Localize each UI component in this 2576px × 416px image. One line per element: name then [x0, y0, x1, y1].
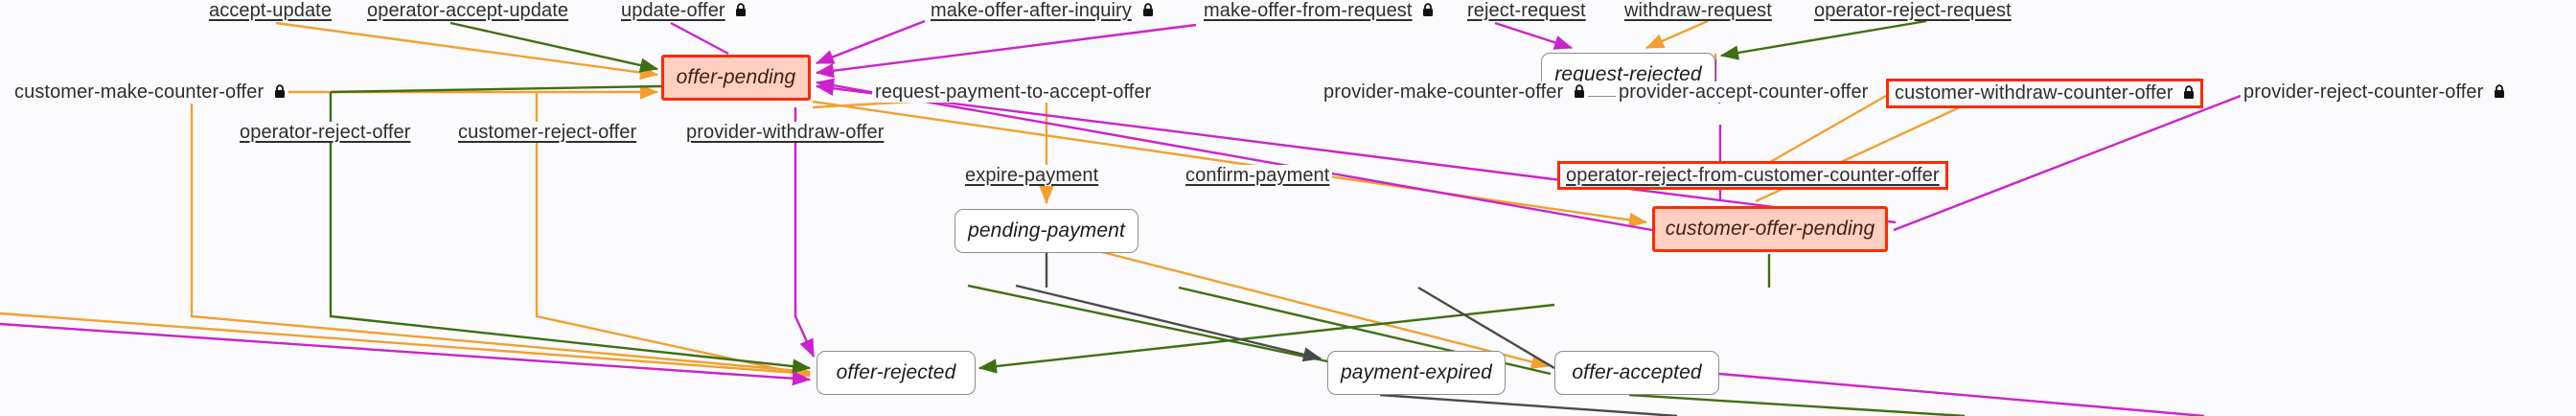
- edge-label-customer-make-counter-offer[interactable]: customer-make-counter-offer: [12, 81, 288, 104]
- edge-label-text: accept-update: [209, 0, 333, 21]
- edge-label-text: make-offer-from-request: [1204, 0, 1413, 21]
- node-offer-pending[interactable]: offer-pending: [661, 55, 811, 101]
- edge-update-offer: [670, 21, 729, 56]
- edge-withdraw-request: [1644, 19, 1709, 50]
- edge-label-text: withdraw-request: [1624, 0, 1772, 21]
- edge-make-offer-from-request: [815, 23, 1197, 79]
- edge-label-text: operator-reject-offer: [240, 122, 411, 143]
- node-label: offer-pending: [676, 66, 796, 88]
- node-customer-offer-pending[interactable]: customer-offer-pending: [1652, 206, 1888, 252]
- node-offer-accepted[interactable]: offer-accepted: [1554, 351, 1719, 395]
- edge-label-make-offer-from-request[interactable]: make-offer-from-request: [1201, 0, 1438, 22]
- edge-operator-accept-update: [449, 21, 659, 73]
- edge-label-text: confirm-payment: [1185, 165, 1330, 186]
- node-label: pending-payment: [968, 220, 1125, 242]
- edge-label-withdraw-request[interactable]: withdraw-request: [1622, 0, 1775, 21]
- edge-label-accept-update[interactable]: accept-update: [206, 0, 335, 21]
- edge-green-from-pending-left: [330, 84, 662, 94]
- edge-label-customer-withdraw-counter-offer[interactable]: customer-withdraw-counter-offer: [1886, 79, 2204, 108]
- edge-expire-payment-to-payment-expired: [1015, 284, 1322, 362]
- node-label: offer-accepted: [1572, 361, 1702, 383]
- node-offer-rejected[interactable]: offer-rejected: [816, 351, 976, 395]
- edge-label-text: provider-withdraw-offer: [686, 122, 885, 143]
- edge-label-confirm-payment[interactable]: confirm-payment: [1183, 165, 1333, 186]
- edge-label-update-offer[interactable]: update-offer: [618, 0, 750, 22]
- node-payment-expired[interactable]: payment-expired: [1327, 351, 1506, 395]
- edge-label-text: expire-payment: [965, 165, 1099, 186]
- edge-provider-reject-back: [815, 81, 1897, 224]
- node-label: payment-expired: [1341, 361, 1492, 383]
- edge-label-provider-accept-counter-offer[interactable]: provider-accept-counter-offer: [1616, 81, 1872, 103]
- edge-label-provider-make-counter-offer[interactable]: provider-make-counter-offer: [1321, 81, 1588, 104]
- lock-icon: [1142, 1, 1154, 22]
- edge-label-operator-reject-offer[interactable]: operator-reject-offer: [237, 122, 414, 143]
- edge-gray-down: [1379, 393, 1678, 416]
- edge-confirm-payment-to-offer-accepted: [1101, 250, 1551, 369]
- edge-label-text: make-offer-after-inquiry: [931, 0, 1132, 21]
- edge-magenta-offer-accepted-down: [1718, 372, 2205, 416]
- edge-label-text: provider-reject-counter-offer: [2243, 81, 2484, 103]
- edge-label-reject-request[interactable]: reject-request: [1464, 0, 1589, 21]
- lock-icon: [1422, 1, 1434, 22]
- edge-provider-withdraw-offer: [794, 107, 816, 358]
- edge-label-text: reject-request: [1467, 0, 1586, 21]
- edge-label-text: customer-withdraw-counter-offer: [1895, 82, 2174, 104]
- edge-label-text: operator-reject-request: [1814, 0, 2012, 21]
- edge-reject-request: [1494, 21, 1574, 50]
- lock-icon: [2183, 83, 2195, 104]
- node-label: request-rejected: [1554, 63, 1702, 85]
- edge-label-customer-reject-offer[interactable]: customer-reject-offer: [455, 122, 640, 143]
- edge-label-operator-accept-update[interactable]: operator-accept-update: [364, 0, 572, 21]
- edge-label-text: customer-reject-offer: [458, 122, 637, 143]
- edge-offer-pending-to-customer-offer-pending: [812, 100, 1648, 228]
- edge-label-provider-reject-counter-offer[interactable]: provider-reject-counter-offer: [2241, 81, 2509, 104]
- lock-icon: [735, 1, 747, 22]
- edge-label-request-payment-to-accept-offer[interactable]: request-payment-to-accept-offer: [872, 81, 1155, 103]
- edge-label-operator-reject-from-customer-counter-offer[interactable]: operator-reject-from-customer-counter-of…: [1557, 161, 1948, 190]
- node-pending-payment[interactable]: pending-payment: [954, 209, 1138, 253]
- edge-label-text: provider-accept-counter-offer: [1619, 81, 1869, 103]
- edge-make-offer-after-inquiry: [815, 19, 926, 65]
- node-label: customer-offer-pending: [1665, 218, 1875, 240]
- edge-label-operator-reject-request[interactable]: operator-reject-request: [1811, 0, 2014, 21]
- edge-label-text: customer-make-counter-offer: [14, 81, 264, 103]
- lock-icon: [1574, 82, 1585, 104]
- edge-label-text: provider-make-counter-offer: [1323, 81, 1564, 103]
- edge-label-provider-withdraw-offer[interactable]: provider-withdraw-offer: [683, 122, 887, 143]
- edge-green-payment: [967, 284, 1333, 364]
- edge-accept-update: [275, 21, 659, 81]
- edge-label-text: operator-accept-update: [367, 0, 569, 21]
- edge-magenta-long-left: [0, 322, 812, 386]
- edge-label-text: request-payment-to-accept-offer: [875, 81, 1152, 103]
- edge-long-orange-left: [0, 312, 812, 381]
- edge-customer-offer-pending-to-offer-pending: [815, 78, 1653, 232]
- edge-operator-reject-request: [1719, 19, 1927, 60]
- edge-label-text: operator-reject-from-customer-counter-of…: [1566, 165, 1940, 186]
- edge-label-make-offer-after-inquiry[interactable]: make-offer-after-inquiry: [928, 0, 1157, 22]
- lock-icon: [274, 82, 286, 104]
- node-label: offer-rejected: [836, 361, 956, 383]
- lock-icon: [2494, 82, 2505, 104]
- edge-label-text: update-offer: [621, 0, 725, 21]
- edge-green-offer-accepted-down: [1628, 393, 1966, 416]
- edge-label-expire-payment[interactable]: expire-payment: [962, 165, 1102, 186]
